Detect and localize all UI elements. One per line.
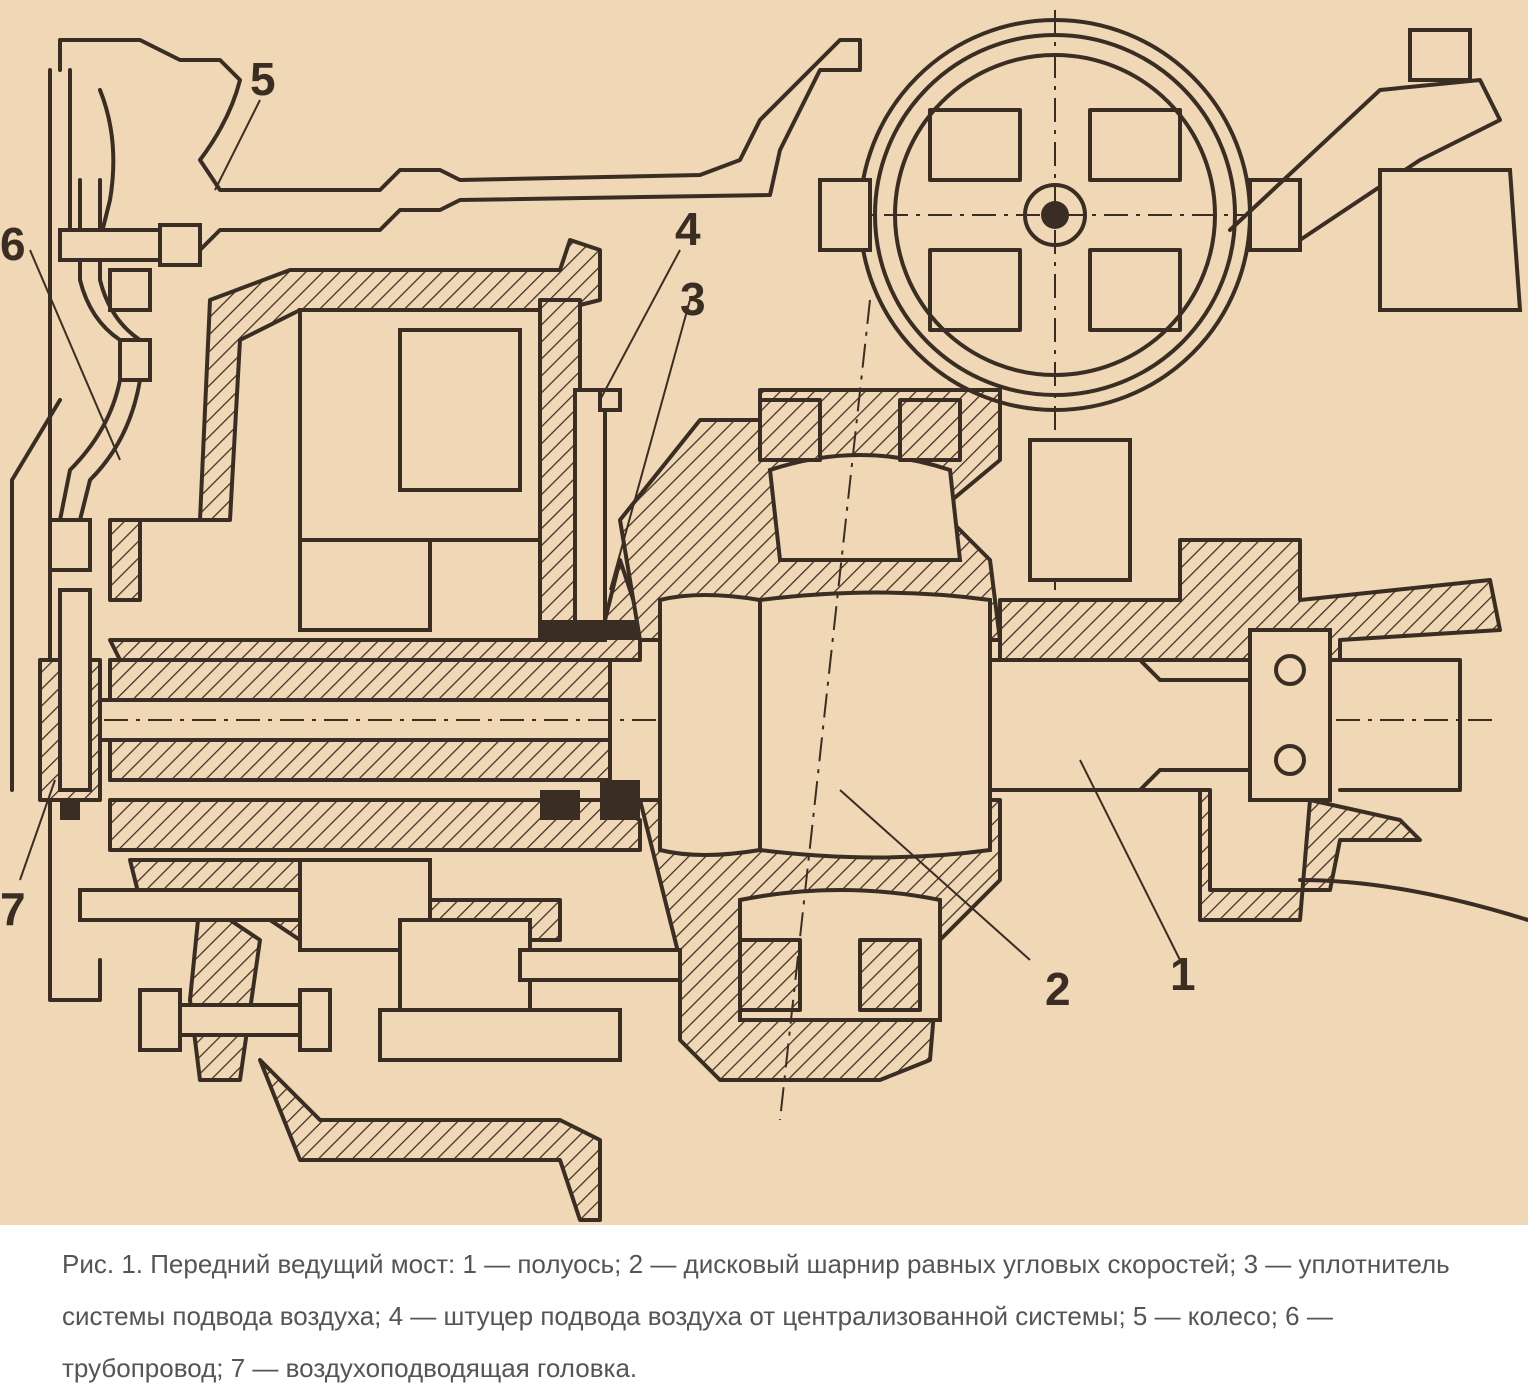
brake-drum: [818, 10, 1302, 590]
callout-labels: 1 2 3 4 5 6 7: [0, 53, 1196, 1015]
hub-shaft: [60, 658, 1500, 782]
air-fitting-and-seal: [538, 298, 640, 820]
axle-housing: [988, 538, 1528, 922]
figure-caption: Рис. 1. Передний ведущий мост: 1 — полуо…: [62, 1249, 1450, 1383]
front-drive-axle-drawing: 1 2 3 4 5 6 7: [0, 10, 1528, 1222]
label-6: 6: [0, 218, 26, 270]
label-2: 2: [1045, 963, 1071, 1015]
diagram-figure: 1 2 3 4 5 6 7: [0, 0, 1528, 1225]
wheel-rim: [58, 38, 862, 252]
steering-ball-joint: [1228, 28, 1523, 312]
leader-lines: [19, 99, 1181, 961]
label-7: 7: [0, 883, 26, 935]
label-3: 3: [680, 273, 706, 325]
label-4: 4: [675, 203, 701, 255]
steering-knuckle: [618, 299, 1002, 1121]
air-supply-head: [38, 588, 102, 820]
label-5: 5: [250, 53, 276, 105]
lower-bolts: [78, 888, 682, 1062]
label-1: 1: [1170, 948, 1196, 1000]
air-pipeline: [48, 178, 202, 572]
